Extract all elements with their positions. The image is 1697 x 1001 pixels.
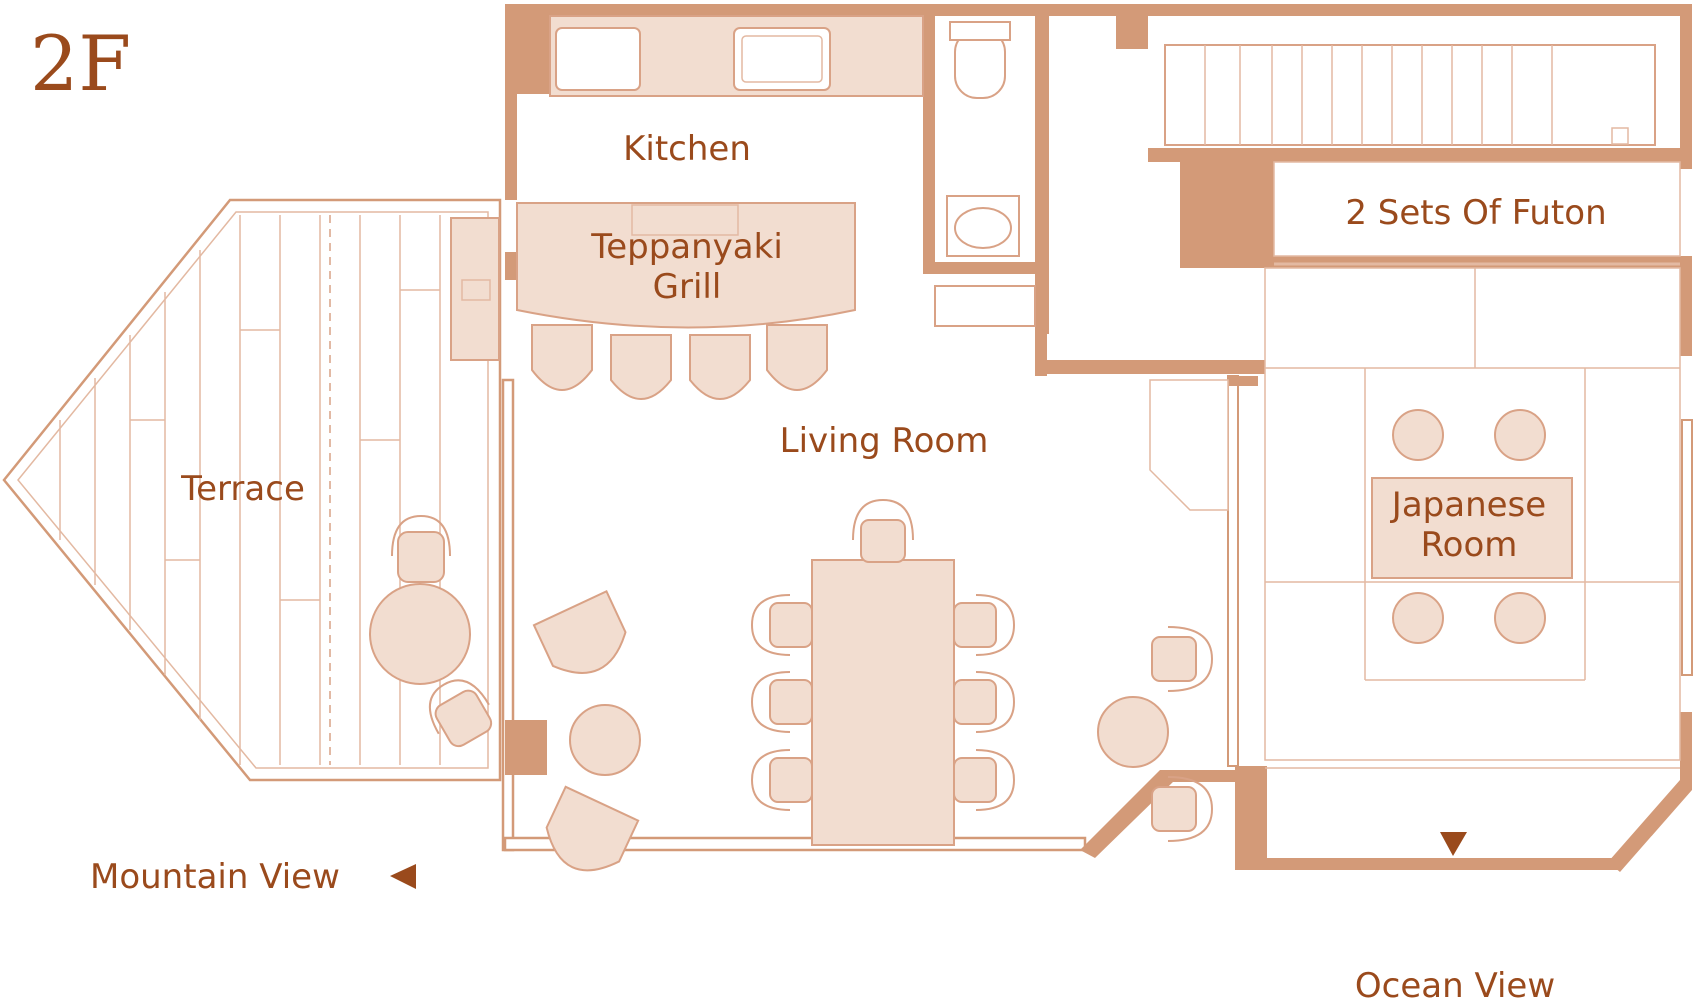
walls [501,4,1693,872]
terrace-chair [429,679,493,748]
mountain-view-label: Mountain View [90,857,340,897]
low-table [1371,477,1573,579]
dining-chair [750,671,813,733]
zabuton-cushion [1494,409,1546,461]
zabuton-cushion [1392,409,1444,461]
grill-label-line2: Grill [653,267,722,307]
cabinet [934,285,1036,327]
ocean-view-label: Ocean View [1355,966,1555,1001]
futon-label: 2 Sets Of Futon [1345,193,1606,233]
side-table [569,704,641,776]
arrow-left-icon [390,864,416,889]
staircase [1164,44,1656,146]
bar-stool [610,334,672,400]
dining-chair [953,671,1016,733]
floor-label: 2F [30,19,131,108]
zabuton-cushion [1494,592,1546,644]
dining-chair [750,749,813,811]
kitchen-label: Kitchen [623,129,751,169]
lounge-chair [545,785,640,872]
toilet [949,21,1011,99]
arrow-down-icon [1440,832,1467,856]
zabuton-cushion [1392,592,1444,644]
bar-stool [766,324,828,391]
corner-cabinet [1149,379,1229,511]
dining-table [811,559,955,846]
teppanyaki-grill [516,202,856,329]
living-room-label: Living Room [780,421,989,461]
dining-chair [852,498,914,563]
terrace-chair [391,514,451,583]
armchair [1151,776,1214,842]
bathroom-sink [946,195,1020,257]
side-table [1097,696,1169,768]
bar-stool [531,324,593,391]
dining-chair [953,749,1016,811]
japanese-room-label-line2: Room [1421,525,1518,565]
grill-label-line1: Teppanyaki [590,227,783,267]
bar-stool [689,334,751,400]
lounge-chair [532,590,627,674]
dining-chair [953,594,1016,656]
armchair [1151,626,1214,692]
japanese-room-label-line1: Japanese [1390,485,1546,525]
terrace-table [369,583,471,685]
dining-chair [750,594,813,656]
kitchen-counter [549,15,924,97]
terrace-label: Terrace [180,469,305,509]
futon-closet [1273,161,1681,266]
